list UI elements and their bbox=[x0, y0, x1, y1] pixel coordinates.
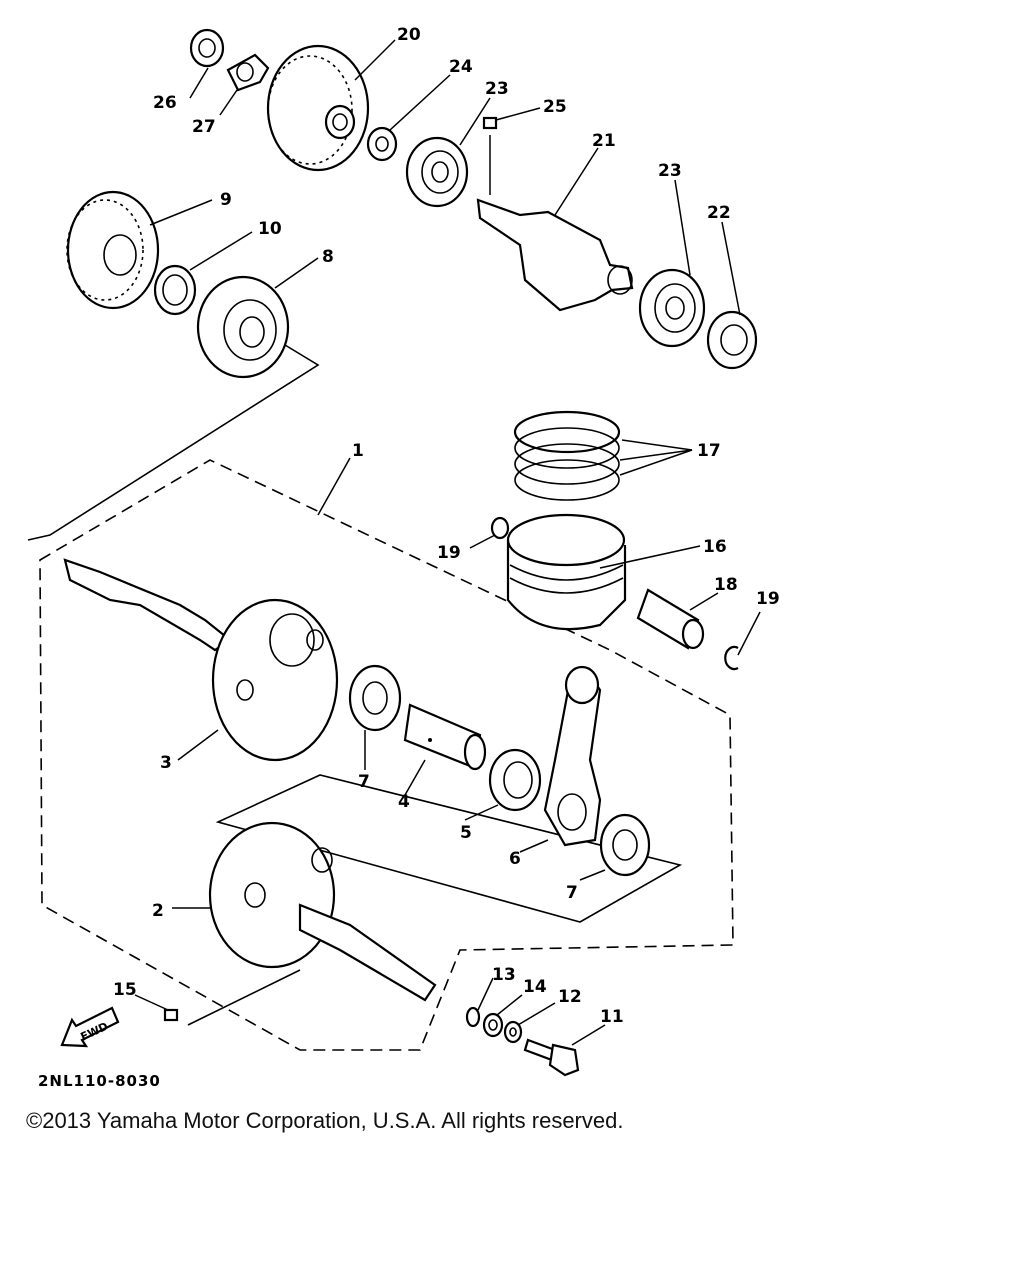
callout-7-upper: 7 bbox=[358, 772, 370, 792]
leader-lines bbox=[134, 39, 761, 1046]
nut-part-26 bbox=[189, 28, 225, 68]
callout-7-lower: 7 bbox=[566, 883, 578, 903]
crank-web-part-3 bbox=[63, 558, 339, 762]
spacer-part-10 bbox=[153, 264, 197, 316]
callout-23-upper: 23 bbox=[485, 79, 509, 99]
callout-10: 10 bbox=[258, 219, 282, 239]
callout-labels: 26 27 20 24 23 25 21 23 22 9 10 8 17 19 … bbox=[113, 25, 780, 1027]
thrust-washer-part-7-lower bbox=[599, 813, 651, 877]
crank-pin-part-4 bbox=[403, 703, 487, 771]
crank-web-part-2 bbox=[208, 821, 437, 1002]
bearing-part-23-lower bbox=[638, 268, 706, 348]
callout-22: 22 bbox=[707, 203, 731, 223]
callout-24: 24 bbox=[449, 57, 473, 77]
connecting-rod-part-6 bbox=[543, 665, 602, 847]
callout-21: 21 bbox=[592, 131, 616, 151]
dowel-part-15 bbox=[163, 1008, 179, 1022]
callout-14: 14 bbox=[523, 977, 547, 997]
callout-27: 27 bbox=[192, 117, 216, 137]
bolt-part-11 bbox=[523, 1038, 580, 1077]
circlip-part-19-left bbox=[490, 516, 510, 540]
copyright-notice: ©2013 Yamaha Motor Corporation, U.S.A. A… bbox=[26, 1108, 624, 1133]
callout-16: 16 bbox=[703, 537, 727, 557]
callout-8: 8 bbox=[322, 247, 334, 267]
callout-12: 12 bbox=[558, 987, 582, 1007]
callout-11: 11 bbox=[600, 1007, 624, 1027]
bearing-part-8 bbox=[196, 275, 290, 379]
bearing-group-outline bbox=[215, 774, 683, 923]
callout-4: 4 bbox=[398, 792, 410, 812]
upper-guide-line bbox=[27, 344, 320, 541]
lower-guide-line bbox=[187, 969, 301, 1026]
callout-19-left: 19 bbox=[437, 543, 461, 563]
o-ring-part-13 bbox=[465, 1006, 481, 1028]
diagram-code: 2NL110-8030 bbox=[38, 1072, 161, 1090]
thrust-washer-part-7-upper bbox=[348, 664, 402, 732]
callout-6: 6 bbox=[509, 849, 521, 869]
circlip-part-19-right bbox=[724, 645, 739, 671]
callout-15: 15 bbox=[113, 980, 137, 1000]
callout-20: 20 bbox=[397, 25, 421, 45]
callout-17: 17 bbox=[697, 441, 721, 461]
callout-26: 26 bbox=[153, 93, 177, 113]
callout-18: 18 bbox=[714, 575, 738, 595]
key-part-25 bbox=[482, 116, 498, 130]
assembly-boundary bbox=[39, 459, 734, 1051]
drive-gear-part-9 bbox=[66, 190, 160, 310]
balancer-gear-part-20 bbox=[266, 44, 370, 172]
needle-bearing-part-5 bbox=[488, 748, 542, 812]
callout-19-right: 19 bbox=[756, 589, 780, 609]
callout-23-lower: 23 bbox=[658, 161, 682, 181]
piston-pin-part-18 bbox=[636, 588, 705, 650]
callout-1: 1 bbox=[352, 441, 364, 461]
forward-arrow-icon: FWD bbox=[60, 1006, 120, 1048]
nut-part-14 bbox=[482, 1012, 504, 1038]
bearing-part-23-upper bbox=[405, 136, 469, 208]
balancer-shaft-part-21 bbox=[476, 198, 634, 312]
lock-washer-part-27 bbox=[226, 53, 270, 92]
callout-2: 2 bbox=[152, 901, 164, 921]
callout-13: 13 bbox=[492, 965, 516, 985]
spacer-part-24 bbox=[366, 126, 398, 162]
callout-9: 9 bbox=[220, 190, 232, 210]
crankshaft-exploded-diagram: FWD 26 bbox=[27, 25, 780, 1077]
callout-3: 3 bbox=[160, 753, 172, 773]
piston-part-16 bbox=[506, 513, 627, 631]
bearing-part-22 bbox=[706, 310, 758, 370]
callout-25: 25 bbox=[543, 97, 567, 117]
callout-5: 5 bbox=[460, 823, 472, 843]
piston-rings-part-17 bbox=[513, 410, 621, 501]
washer-part-12 bbox=[503, 1020, 523, 1044]
